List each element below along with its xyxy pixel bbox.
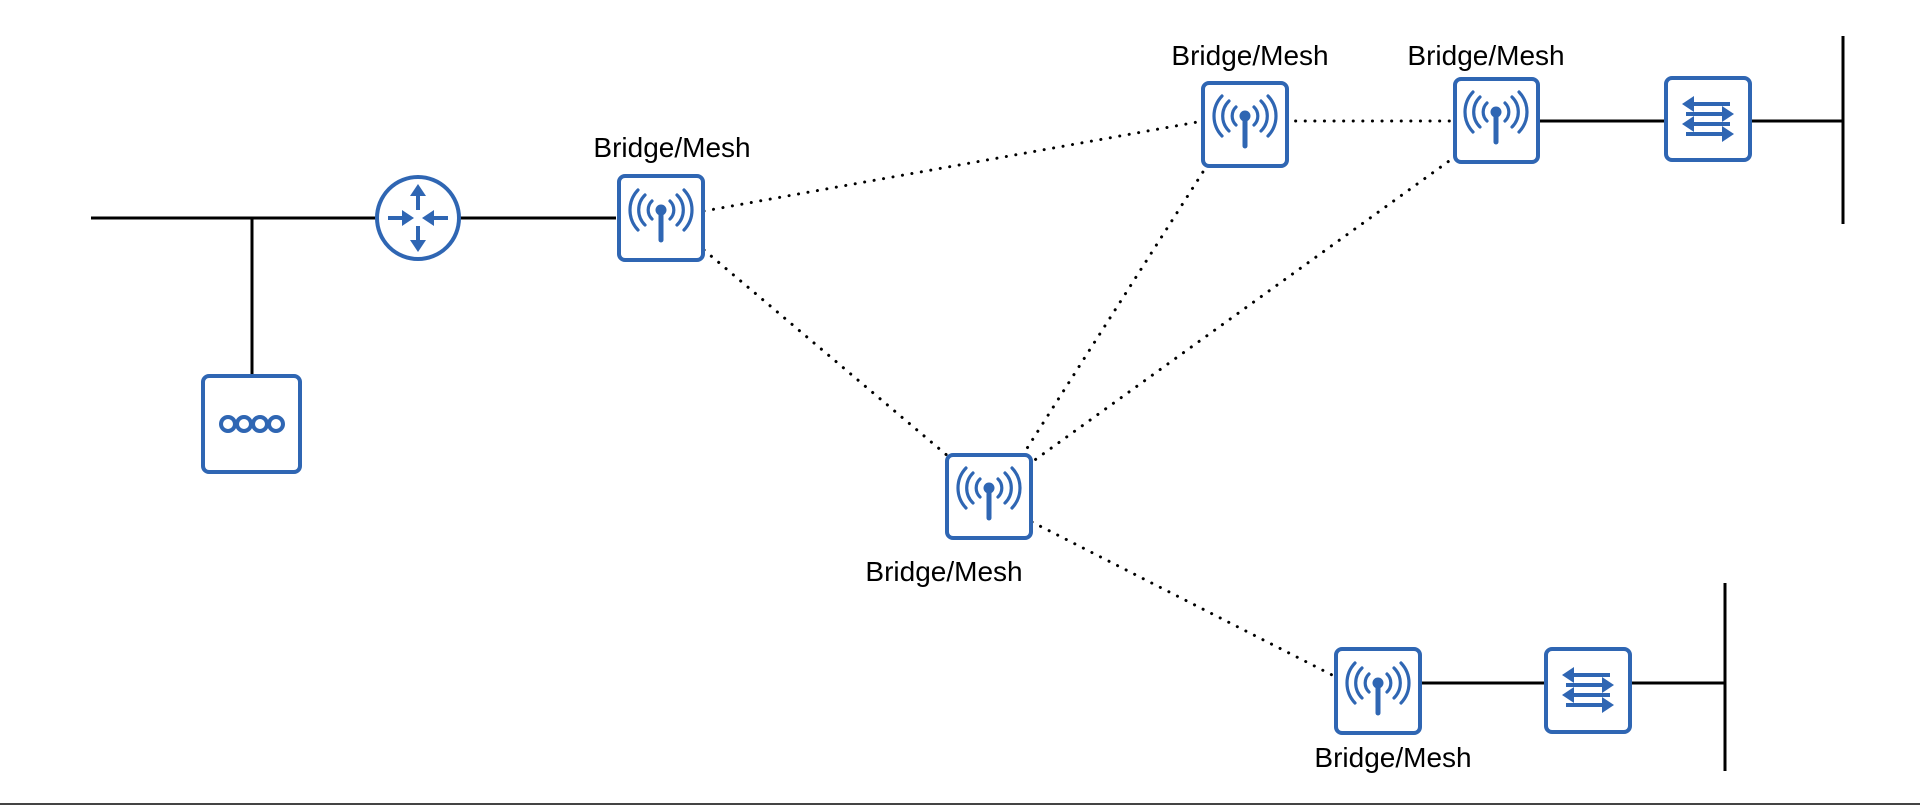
mesh-link-4-5: [1030, 520, 1338, 679]
bridge-4-label: Bridge/Mesh: [865, 556, 1022, 587]
bridge-1-label: Bridge/Mesh: [593, 132, 750, 163]
router-body: [375, 175, 461, 261]
hub[interactable]: [201, 374, 302, 474]
wired-links: [91, 36, 1845, 771]
switch-bottom-body: [1544, 647, 1632, 734]
bridge-node-5[interactable]: Bridge/Mesh: [1314, 647, 1472, 773]
switch-top-body: [1664, 76, 1752, 162]
bridge-node-2[interactable]: Bridge/Mesh: [1171, 40, 1329, 168]
switch-top[interactable]: [1664, 76, 1752, 162]
wireless-links: [702, 119, 1458, 679]
bridge-node-1[interactable]: Bridge/Mesh: [593, 132, 751, 262]
bridge-node-4[interactable]: Bridge/Mesh: [865, 453, 1033, 587]
router-icon: [388, 184, 448, 252]
hub-icon: [219, 415, 285, 433]
router[interactable]: [375, 175, 461, 261]
bridge-node-3[interactable]: Bridge/Mesh: [1407, 40, 1565, 164]
mesh-link-3-4: [1030, 154, 1458, 464]
mesh-link-1-4: [702, 248, 951, 459]
switch-bottom[interactable]: [1544, 647, 1632, 734]
mesh-link-2-4: [1022, 162, 1210, 455]
bridge-5-label: Bridge/Mesh: [1314, 742, 1471, 773]
mesh-link-1-2: [702, 119, 1205, 213]
bridge-3-label: Bridge/Mesh: [1407, 40, 1564, 71]
bridge-2-label: Bridge/Mesh: [1171, 40, 1328, 71]
